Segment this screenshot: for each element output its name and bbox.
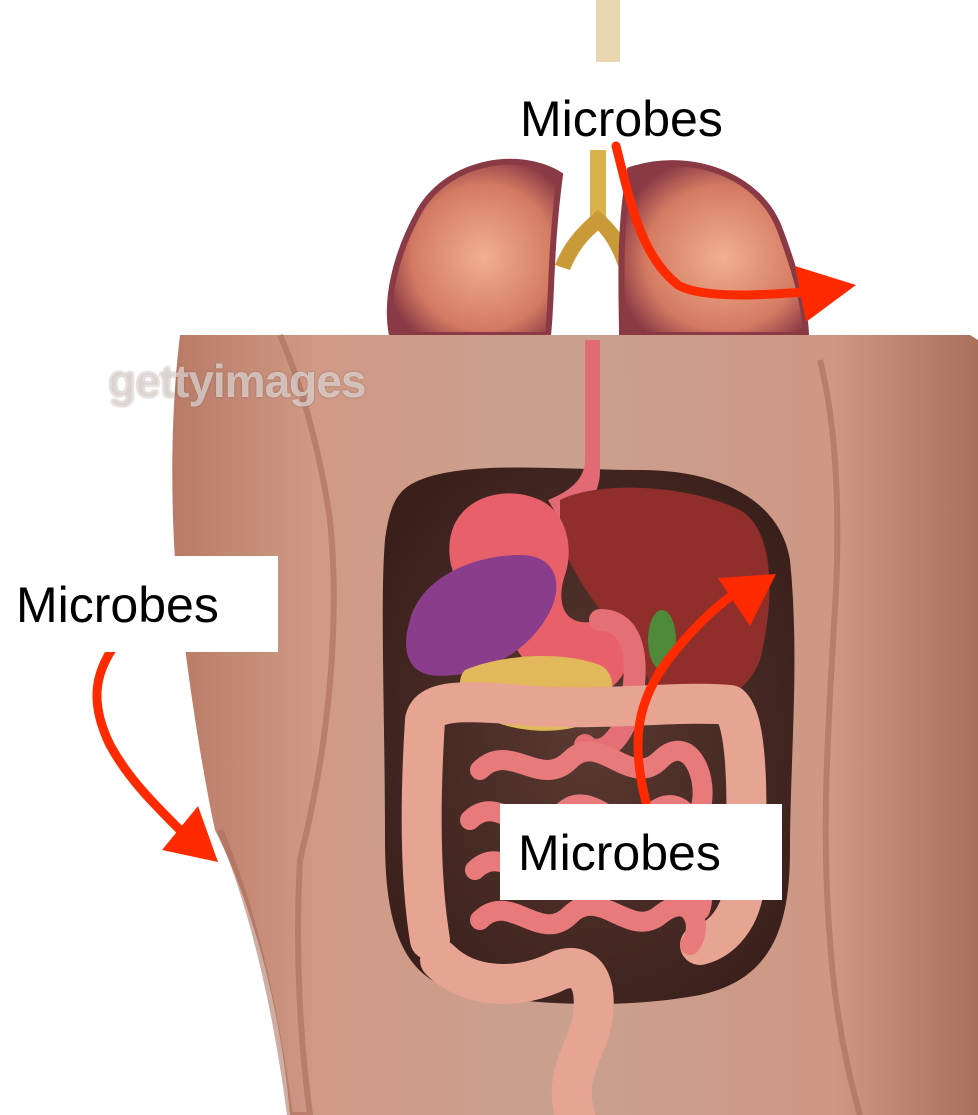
label-microbes-skin: Microbes bbox=[8, 556, 278, 652]
label-microbes-gut: Microbes bbox=[500, 804, 782, 900]
label-microbes-lungs: Microbes bbox=[516, 94, 727, 144]
watermark: gettyimages bbox=[108, 354, 365, 408]
